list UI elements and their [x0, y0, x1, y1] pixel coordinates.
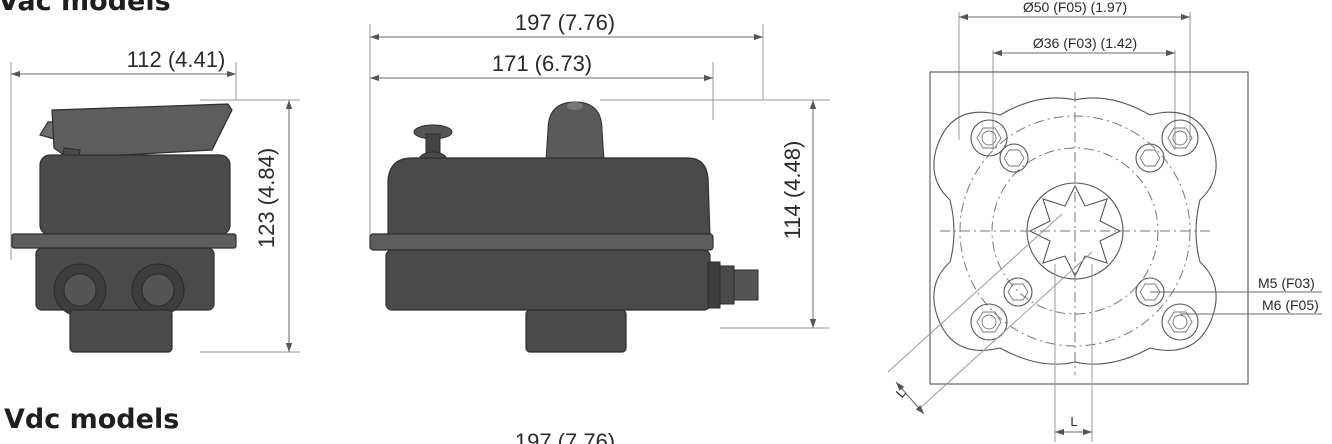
side-width-label: 112 (4.41) [127, 47, 226, 72]
inner-pcd-label: Ø36 (F03) (1.42) [1033, 35, 1137, 51]
bolt-f03-bottom-left [1003, 277, 1033, 307]
diagonal-l-dim-line [895, 381, 925, 415]
vac-models-heading: Vac models [0, 0, 171, 17]
cable-gland-side [707, 261, 759, 309]
vdc-front-view: 197 (7.76) [515, 429, 615, 444]
cable-gland-right [131, 263, 185, 317]
bottom-l-label: L [1070, 414, 1077, 429]
bolt-f05-bottom-left [970, 303, 1008, 341]
bolt-f05-top-right [1161, 119, 1199, 157]
side-height-label: 123 (4.84) [254, 148, 279, 248]
bolt-f03-top-left [999, 143, 1029, 173]
side-view: 112 (4.41) 123 (4.84) [10, 47, 300, 353]
base-square [929, 71, 1249, 385]
front-body-width-label: 171 (6.73) [492, 51, 592, 76]
m5-thread-label: M5 (F03) [1258, 275, 1315, 291]
front-overall-width-label: 197 (7.76) [515, 10, 615, 35]
bolt-f05-bottom-right [1161, 303, 1199, 341]
flange-view: Ø50 (F05) (1.97) Ø36 (F03) (1.42) [887, 0, 1322, 442]
bolt-f03-top-right [1135, 143, 1165, 173]
cable-gland-left [53, 263, 107, 317]
outer-pcd-label: Ø50 (F05) (1.97) [1023, 0, 1127, 15]
front-height-label: 114 (4.48) [780, 141, 805, 240]
position-indicator [545, 101, 605, 161]
m6-thread-label: M6 (F05) [1262, 297, 1319, 313]
bolt-f05-top-left [970, 119, 1008, 157]
front-view: 197 (7.76) 171 (6.73) 114 (4.48) [369, 10, 830, 353]
vdc-models-heading: Vdc models [4, 404, 180, 435]
vdc-overall-width-label: 197 (7.76) [515, 429, 615, 444]
